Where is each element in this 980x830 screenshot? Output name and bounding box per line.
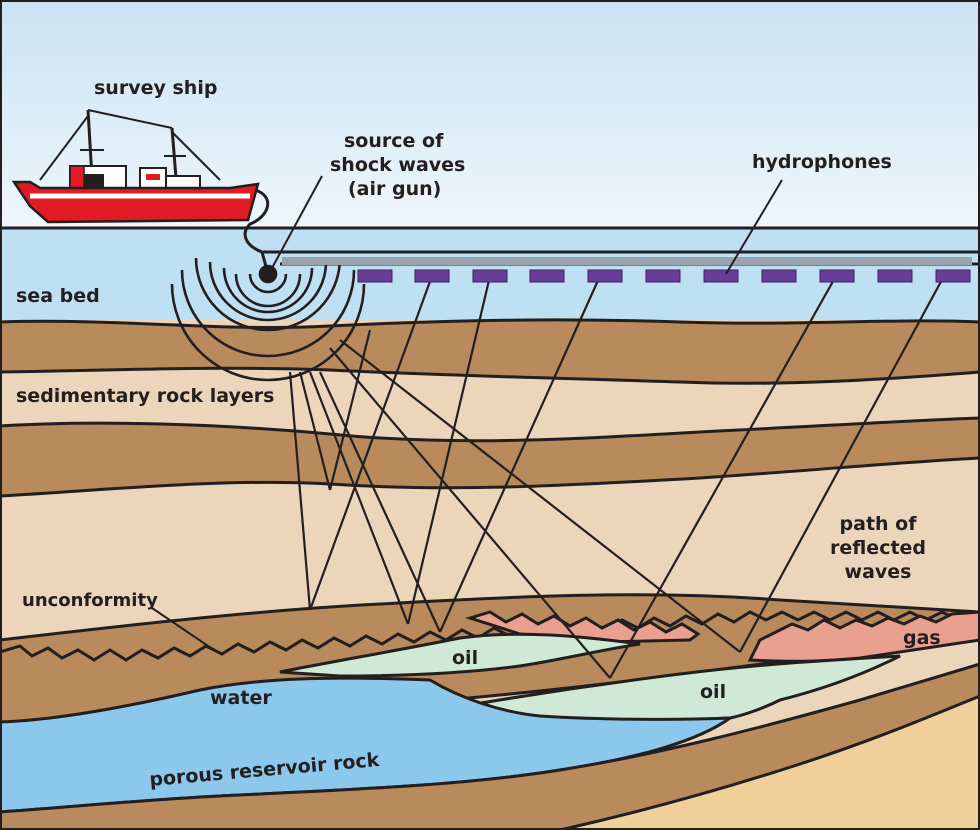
- label-survey-ship: survey ship: [94, 77, 217, 99]
- label-unconformity: unconformity: [22, 590, 158, 611]
- hydrophone: [645, 269, 681, 283]
- oil-pocket-left: [279, 632, 641, 678]
- hydrophone: [357, 269, 393, 283]
- label-source-line2: shock waves: [330, 154, 465, 176]
- label-hydrophones: hydrophones: [752, 151, 892, 173]
- streamer-line: [282, 257, 972, 265]
- hydrophone: [935, 269, 971, 283]
- label-source-line1: source of: [344, 130, 444, 152]
- hydrophone: [529, 269, 565, 283]
- leader-lines: [151, 175, 783, 651]
- survey-ship: [11, 109, 260, 224]
- sand-bottom: [559, 694, 980, 830]
- hydrophone: [472, 269, 508, 283]
- hydrophone: [819, 269, 855, 283]
- label-sedimentary: sedimentary rock layers: [16, 385, 274, 407]
- hydrophone: [761, 269, 797, 283]
- label-source-line3: (air gun): [348, 178, 441, 200]
- label-gas: gas: [903, 627, 941, 649]
- rock-layer-dark-1: [0, 318, 980, 385]
- label-oil-right: oil: [700, 681, 726, 703]
- hydrophone: [587, 269, 623, 283]
- hydrophone: [703, 269, 739, 283]
- shock-waves: [170, 257, 366, 382]
- label-oil-left: oil: [452, 647, 478, 669]
- label-path-line2: reflected: [830, 537, 926, 559]
- label-sea-bed: sea bed: [16, 285, 100, 307]
- hydrophones: [357, 269, 971, 283]
- label-path-line1: path of: [840, 513, 918, 535]
- hydrophone: [414, 269, 450, 283]
- reflected-wave-paths: [288, 275, 945, 679]
- label-path-line3: waves: [845, 561, 912, 583]
- hydrophone: [877, 269, 913, 283]
- label-water: water: [210, 687, 272, 709]
